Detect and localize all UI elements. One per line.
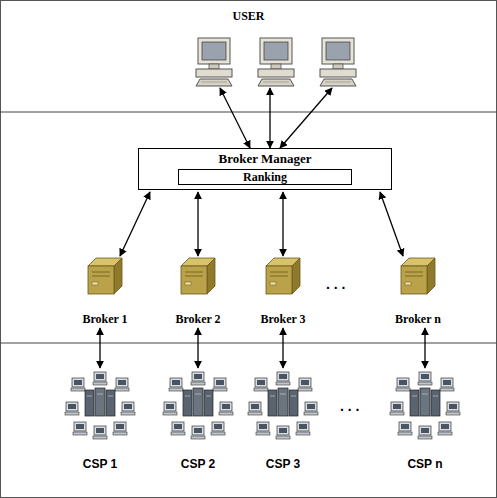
broker-node: Broker 3 <box>245 256 321 326</box>
csp-cluster-icon <box>65 372 135 439</box>
ellipsis-mark: . . . <box>340 398 359 414</box>
broker-node: Broker 1 <box>67 256 143 326</box>
broker-icon <box>401 258 435 294</box>
bidirectional-arrow <box>220 88 250 148</box>
csp-cluster-icon <box>390 372 460 439</box>
bidirectional-arrow <box>120 192 150 256</box>
csp-cluster-icon <box>248 372 318 439</box>
broker-icon <box>266 258 300 294</box>
ellipsis-mark: . . . <box>326 276 345 292</box>
user-computer <box>320 38 356 86</box>
csp-node: CSP 3 <box>243 368 323 471</box>
csp-node: CSP 1 <box>60 368 140 471</box>
node-label: CSP 3 <box>243 457 323 471</box>
layer-divider <box>0 343 497 344</box>
node-label: Broker 1 <box>67 312 143 326</box>
node-label: Broker n <box>380 312 456 326</box>
node-label: Broker 3 <box>245 312 321 326</box>
node-label: CSP 2 <box>158 457 238 471</box>
node-label: CSP 1 <box>60 457 140 471</box>
csp-node: CSP n <box>385 368 465 471</box>
bidirectional-arrow <box>269 88 270 148</box>
bidirectional-arrow <box>282 192 283 256</box>
bidirectional-arrow <box>99 328 100 368</box>
ranking-box: Ranking <box>178 169 352 185</box>
csp-cluster-icon <box>163 372 233 439</box>
bidirectional-arrow <box>280 88 332 148</box>
node-label: Ranking <box>179 170 351 184</box>
layer-divider <box>0 112 497 113</box>
broker-node: Broker n <box>380 256 456 326</box>
node-label: CSP n <box>385 457 465 471</box>
broker-icon <box>88 258 122 294</box>
broker-node: Broker 2 <box>160 256 236 326</box>
bidirectional-arrow <box>424 328 425 368</box>
bidirectional-arrow <box>282 328 283 368</box>
broker-icon <box>181 258 215 294</box>
user-computer <box>258 38 294 86</box>
node-label: Broker Manager <box>139 149 391 166</box>
node-label: USER <box>1 9 496 24</box>
node-label: Broker 2 <box>160 312 236 326</box>
user-computer <box>196 38 232 86</box>
bidirectional-arrow <box>197 328 198 368</box>
bidirectional-arrow <box>197 192 198 256</box>
user-layer-band: USER <box>1 1 496 112</box>
bidirectional-arrow <box>380 192 403 256</box>
broker-manager-box: Broker ManagerRanking <box>138 148 392 190</box>
csp-node: CSP 2 <box>158 368 238 471</box>
